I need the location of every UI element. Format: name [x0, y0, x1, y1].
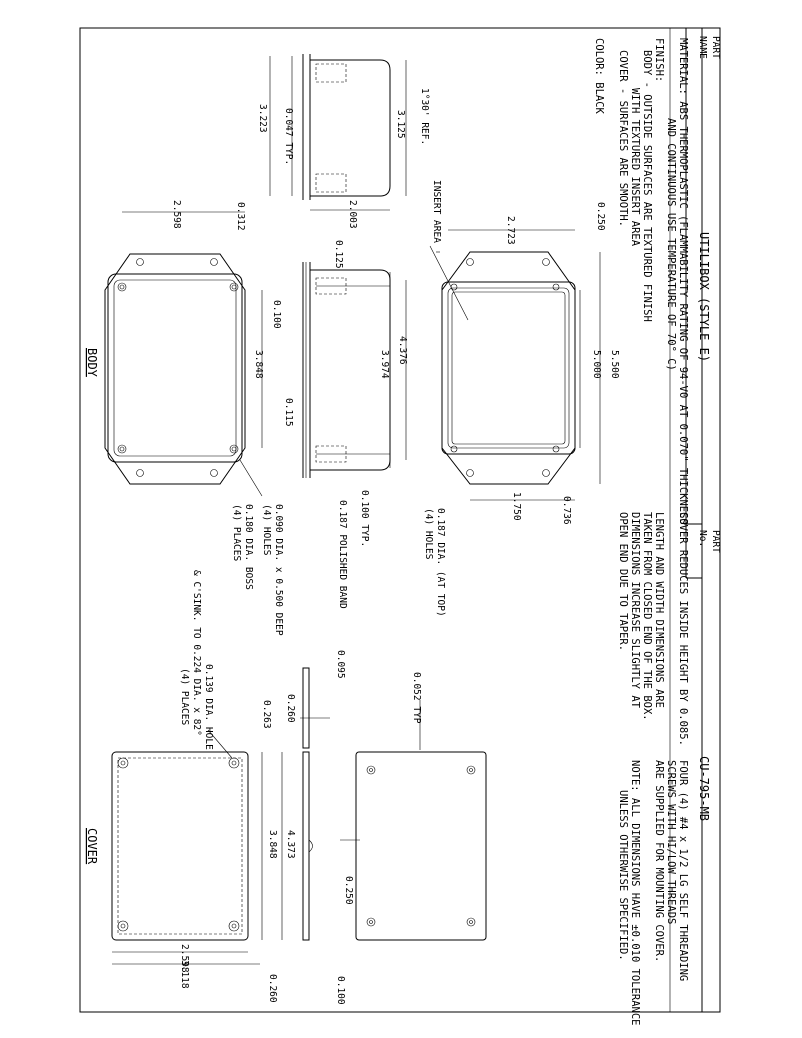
- svg-text:3.125: 3.125: [395, 110, 406, 139]
- body-end-view: [302, 54, 391, 200]
- svg-text:& C'SINK. TO 0.224 DIA. x 82°: & C'SINK. TO 0.224 DIA. x 82°: [191, 570, 202, 736]
- body-top-view: [436, 251, 576, 485]
- part-name-label-2: NAME: [697, 36, 708, 59]
- svg-text:2.598: 2.598: [171, 200, 182, 229]
- part-no: CU-795-MB: [697, 756, 711, 821]
- svg-text:NOTE: ALL DIMENSIONS HAVE ±0.0: NOTE: ALL DIMENSIONS HAVE ±0.010 TOLERAN…: [629, 760, 641, 1026]
- svg-text:5.000: 5.000: [591, 350, 602, 379]
- part-name: UTILIBOX (STYLE E): [697, 232, 711, 362]
- svg-text:1.750: 1.750: [511, 492, 522, 521]
- svg-text:AND CONTINUOUS USE TEMPERATURE: AND CONTINUOUS USE TEMPERATURE OF 70° C): [665, 118, 677, 371]
- svg-text:3.848: 3.848: [253, 350, 264, 379]
- cover-bottom-view: [111, 751, 249, 941]
- svg-text:0.047 TYP.: 0.047 TYP.: [283, 108, 294, 165]
- svg-text:LENGTH AND WIDTH DIMENSIONS AR: LENGTH AND WIDTH DIMENSIONS ARE: [653, 512, 665, 708]
- svg-text:0.187 POLISHED BAND: 0.187 POLISHED BAND: [337, 500, 348, 609]
- svg-text:0.250: 0.250: [595, 202, 606, 231]
- svg-text:0.139 DIA. HOLE: 0.139 DIA. HOLE: [203, 664, 214, 750]
- svg-text:0.187 DIA. (AT TOP): 0.187 DIA. (AT TOP): [435, 508, 446, 617]
- svg-text:TAKEN FROM CLOSED END OF THE B: TAKEN FROM CLOSED END OF THE BOX.: [641, 512, 653, 721]
- svg-text:3.974: 3.974: [379, 350, 390, 379]
- svg-text:1°30' REF.: 1°30' REF.: [419, 88, 430, 145]
- material-notes: MATERIAL: ABS THERMOPLASTIC (FLAMMABILIT…: [593, 38, 689, 525]
- svg-text:0.260: 0.260: [285, 694, 296, 723]
- svg-text:FINISH:: FINISH:: [653, 38, 665, 82]
- svg-text:0.100 TYP.: 0.100 TYP.: [359, 490, 370, 547]
- title-block: PART NAME UTILIBOX (STYLE E) PART No. CU…: [669, 28, 721, 1012]
- svg-text:FOUR (4) #4 x 1/2 LG SELF THRE: FOUR (4) #4 x 1/2 LG SELF THREADING: [677, 760, 689, 981]
- svg-text:2.723: 2.723: [505, 216, 516, 245]
- part-name-label: PART: [710, 36, 721, 59]
- svg-text:3.118: 3.118: [179, 960, 190, 989]
- cover-notes: COVER REDUCES INSIDE HEIGHT BY 0.085. LE…: [617, 512, 689, 746]
- svg-text:0.100: 0.100: [271, 300, 282, 329]
- svg-text:0.180 DIA. BOSS: 0.180 DIA. BOSS: [243, 504, 254, 590]
- svg-text:OPEN END DUE TO TAPER.: OPEN END DUE TO TAPER.: [617, 512, 629, 651]
- svg-text:0.260: 0.260: [267, 974, 278, 1003]
- svg-text:COLOR: BLACK: COLOR: BLACK: [593, 38, 605, 115]
- svg-text:DIMENSIONS INCREASE SLIGHTLY A: DIMENSIONS INCREASE SLIGHTLY AT: [629, 512, 641, 709]
- svg-text:0.250: 0.250: [343, 876, 354, 905]
- svg-text:(4) PLACES: (4) PLACES: [231, 504, 242, 561]
- svg-text:2.598: 2.598: [179, 944, 190, 973]
- svg-text:0.095: 0.095: [335, 650, 346, 679]
- svg-text:0.312: 0.312: [235, 202, 246, 231]
- dimension-text: 3.223 0.047 TYP. 3.125 1°30' REF. 2.003 …: [171, 88, 620, 1005]
- callouts: INSERT AREA 0.187 DIA. (AT TOP) (4) HOLE…: [179, 180, 469, 759]
- svg-text:COVER - SURFACES ARE SMOOTH.: COVER - SURFACES ARE SMOOTH.: [617, 50, 629, 227]
- part-no-label-2: No.: [697, 530, 708, 547]
- body-view-label: BODY: [85, 348, 99, 378]
- svg-text:0.090 DIA. x 0.500 DEEP: 0.090 DIA. x 0.500 DEEP: [273, 504, 284, 636]
- svg-text:4.373: 4.373: [285, 830, 296, 859]
- svg-text:INSERT AREA: INSERT AREA: [431, 180, 442, 243]
- svg-text:2.003: 2.003: [347, 200, 358, 229]
- svg-text:0.100: 0.100: [335, 976, 346, 1005]
- body-side-view: [302, 262, 391, 478]
- svg-text:ARE SUPPLIED FOR MOUNTING COVE: ARE SUPPLIED FOR MOUNTING COVER.: [653, 760, 665, 962]
- svg-text:UNLESS OTHERWISE SPECIFIED.: UNLESS OTHERWISE SPECIFIED.: [617, 790, 629, 961]
- body-bottom-view: [104, 253, 246, 485]
- cover-side-view: [302, 667, 313, 941]
- dimension-lines: [112, 56, 601, 965]
- svg-text:(4) HOLES: (4) HOLES: [423, 508, 434, 560]
- part-no-label: PART: [710, 530, 721, 553]
- svg-text:SCREWS WITH HI/LOW THREADS: SCREWS WITH HI/LOW THREADS: [665, 760, 677, 924]
- svg-text:4.376: 4.376: [397, 336, 408, 365]
- cover-top-view: [355, 751, 487, 941]
- svg-text:0.052 TYP: 0.052 TYP: [411, 672, 422, 724]
- svg-text:0.115: 0.115: [283, 398, 294, 427]
- svg-text:3.223: 3.223: [257, 104, 268, 133]
- svg-text:3.848: 3.848: [267, 830, 278, 859]
- svg-text:(4) PLACES: (4) PLACES: [179, 668, 190, 725]
- svg-text:BODY - OUTSIDE SURFACES ARE TE: BODY - OUTSIDE SURFACES ARE TEXTURED FIN…: [641, 50, 653, 322]
- svg-text:(4) HOLES: (4) HOLES: [261, 504, 272, 556]
- svg-text:0.736: 0.736: [561, 496, 572, 525]
- svg-text:COVER REDUCES INSIDE HEIGHT BY: COVER REDUCES INSIDE HEIGHT BY 0.085.: [677, 512, 689, 746]
- svg-text:WITH TEXTURED INSERT AREA: WITH TEXTURED INSERT AREA: [629, 88, 641, 247]
- svg-text:MATERIAL: ABS THERMOPLASTIC (F: MATERIAL: ABS THERMOPLASTIC (FLAMMABILIT…: [677, 38, 689, 525]
- screw-notes: FOUR (4) #4 x 1/2 LG SELF THREADING SCRE…: [617, 760, 689, 1026]
- svg-text:0.263: 0.263: [261, 700, 272, 729]
- svg-text:5.500: 5.500: [609, 350, 620, 379]
- svg-text:0.125: 0.125: [333, 240, 344, 269]
- cover-view-label: COVER: [85, 828, 99, 865]
